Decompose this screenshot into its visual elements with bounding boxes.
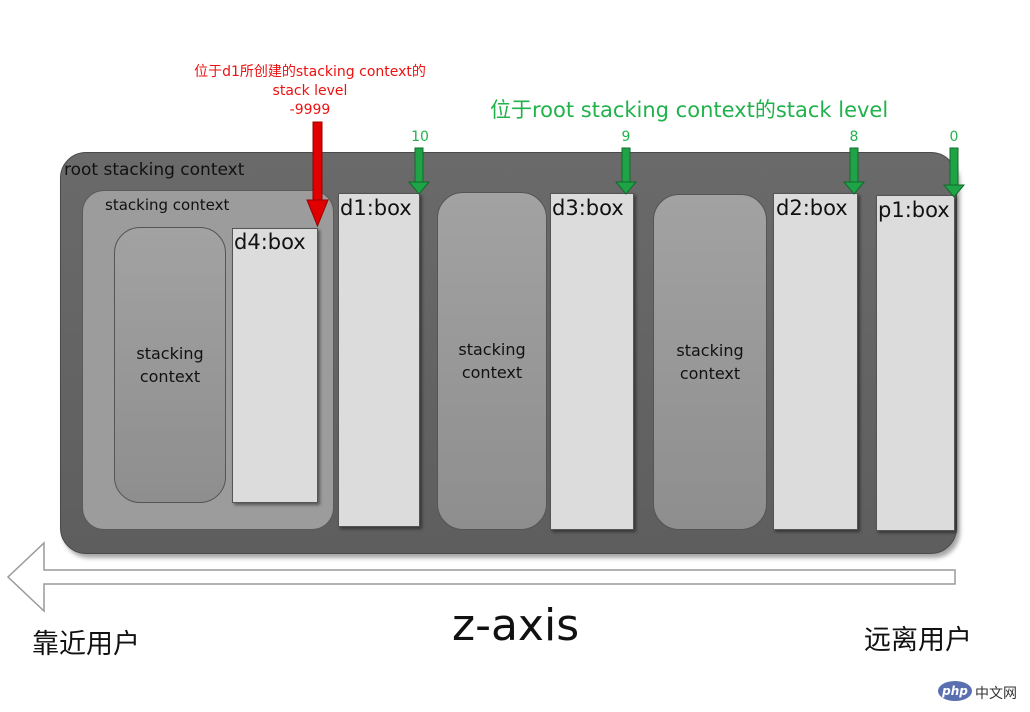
red-annotation-line2: stack level (272, 83, 348, 99)
d2-sibling-stacking-context: stacking context (653, 194, 767, 530)
red-annotation-line3: -9999 (289, 102, 331, 118)
d2-box (773, 193, 858, 530)
p1-box (876, 195, 955, 531)
far-user-label: 远离用户 (864, 625, 972, 656)
level-number-d3: 9 (621, 129, 631, 145)
d1-stacking-context-label: stacking context (105, 196, 230, 214)
z-axis-arrow-icon (6, 541, 956, 613)
nested-stacking-context: stacking context (114, 227, 226, 503)
green-arrow-icon-d1 (407, 147, 431, 195)
d3-box-label: d3:box (552, 196, 624, 220)
d4-box-label: d4:box (234, 230, 306, 254)
d3-box (550, 193, 634, 530)
green-arrow-icon-d2 (842, 147, 866, 195)
level-number-d1: 10 (411, 129, 429, 145)
level-number-d2: 8 (849, 129, 859, 145)
green-arrow-icon-d3 (614, 147, 638, 195)
d1-box-label: d1:box (340, 196, 412, 220)
d4-box (232, 228, 318, 503)
watermark-logo: php (938, 681, 972, 701)
d2-box-label: d2:box (776, 196, 848, 220)
d1-box (338, 193, 420, 527)
watermark-text: 中文网 (975, 686, 1017, 702)
z-axis-label: z-axis (452, 600, 580, 651)
red-arrow-icon (306, 121, 329, 228)
near-user-label: 靠近用户 (32, 629, 140, 660)
green-arrow-icon-p1 (942, 147, 966, 198)
green-annotation-title: 位于root stacking context的stack level (490, 98, 889, 122)
d3-sibling-stacking-context: stacking context (437, 192, 547, 530)
p1-box-label: p1:box (878, 198, 950, 222)
red-annotation: 位于d1所创建的stacking context的 stack level -9… (160, 63, 460, 120)
level-number-p1: 0 (949, 129, 959, 145)
root-stacking-context-label: root stacking context (64, 160, 245, 180)
red-annotation-line1: 位于d1所创建的stacking context的 (194, 64, 426, 80)
